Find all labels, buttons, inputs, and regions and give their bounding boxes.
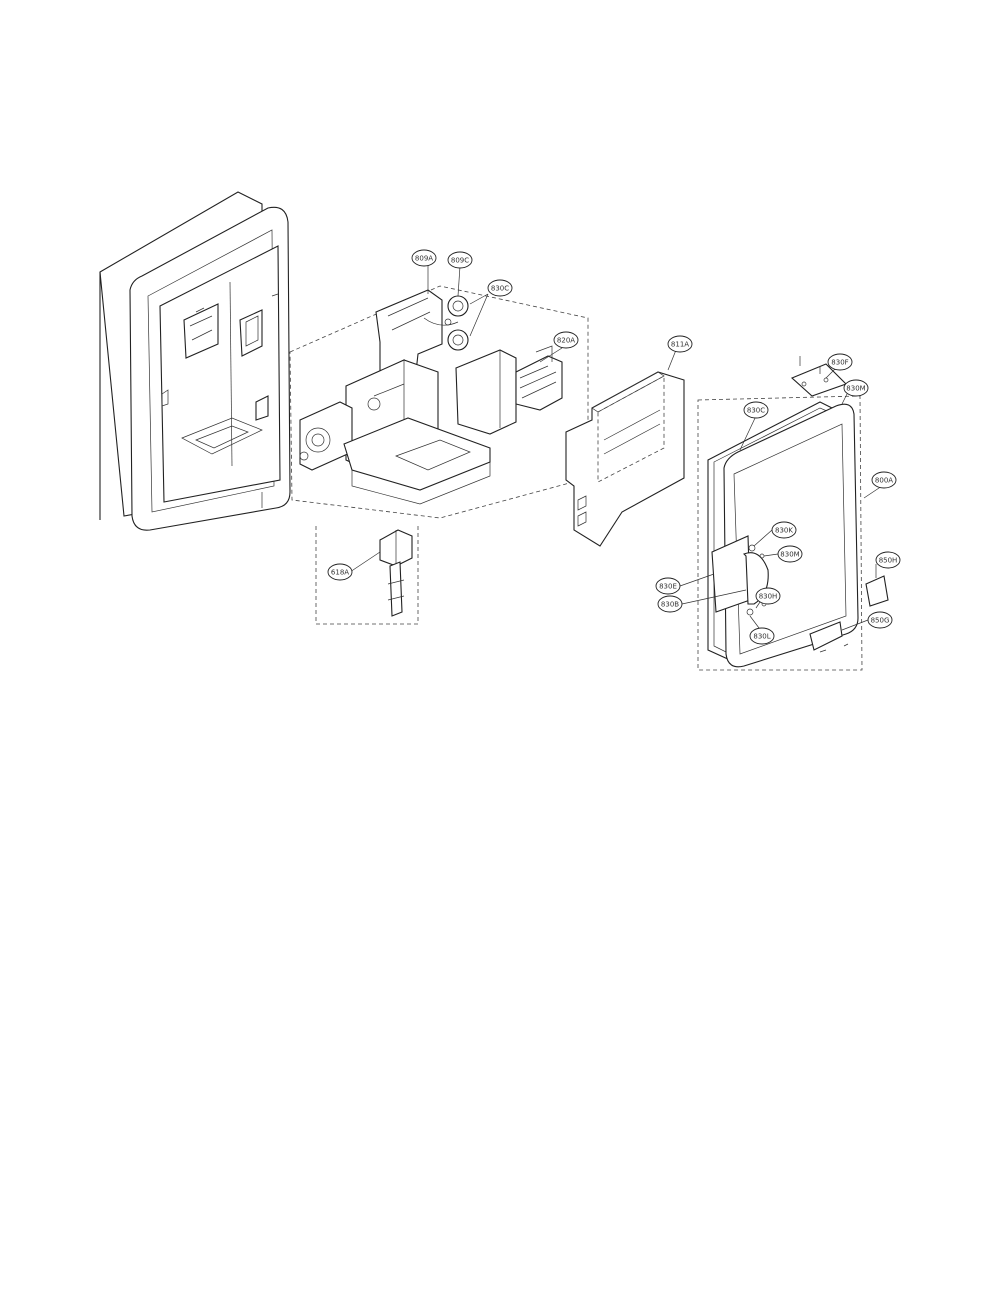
callout-820A: 820A [553,331,579,349]
svg-text:830L: 830L [753,633,770,641]
callout-830C-door: 830C [743,401,769,419]
callout-830E: 830E [655,577,681,595]
callout-830M-mid: 830M [777,545,803,563]
svg-text:809A: 809A [415,255,433,263]
callout-830L: 830L [749,627,775,645]
callout-811A: 811A [667,335,693,353]
callout-830C-top: 830C [487,279,513,297]
callout-830F: 830F [827,353,853,371]
svg-text:850G: 850G [871,617,890,625]
callout-850G: 850G [867,611,893,629]
callout-830B: 830B [657,595,683,613]
svg-text:618A: 618A [331,569,349,577]
callout-618A: 618A [327,563,353,581]
callout-809C: 809C [447,251,473,269]
callout-800A: 800A [871,471,897,489]
cover-panel [565,371,685,547]
dispenser-housing-assembly [289,285,589,519]
svg-text:830B: 830B [661,601,679,609]
callout-809A: 809A [411,249,437,267]
svg-text:820A: 820A [557,337,575,345]
svg-text:830C: 830C [491,285,509,293]
svg-text:830M: 830M [780,551,799,559]
door-frame-assembly [99,191,291,531]
svg-text:830E: 830E [659,583,677,591]
callouts: 809A 809C 830C 820A 811A 830F 830M 830C [327,249,901,645]
svg-text:830K: 830K [775,527,793,535]
svg-text:830H: 830H [759,593,778,601]
callout-830H: 830H [755,587,781,605]
svg-text:830M: 830M [846,385,865,393]
callout-830M-top: 830M [843,379,869,397]
actuator-assembly [315,526,419,625]
svg-text:830C: 830C [747,407,765,415]
svg-text:800A: 800A [875,477,893,485]
svg-text:809C: 809C [451,257,469,265]
svg-text:811A: 811A [671,341,689,349]
svg-text:830F: 830F [831,359,848,367]
callout-850H: 850H [875,551,901,569]
svg-text:850H: 850H [879,557,898,565]
callout-830K: 830K [771,521,797,539]
